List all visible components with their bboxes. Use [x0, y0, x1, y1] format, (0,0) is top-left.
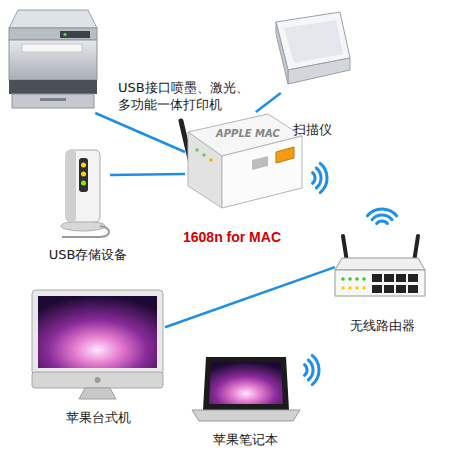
printer-illustration — [9, 10, 97, 108]
illustration-part — [341, 277, 345, 281]
laptop-node: 苹果笔记本 — [195, 355, 295, 427]
scanner-illustration — [276, 12, 350, 84]
illustration-part — [22, 44, 82, 52]
illustration-part — [81, 163, 86, 168]
print-server-illustration — [181, 114, 302, 208]
illustration-part — [372, 274, 382, 282]
device-label: 无线路由器 — [350, 318, 415, 335]
cable-line — [256, 93, 281, 112]
illustration-part — [38, 296, 157, 368]
illustration-part — [9, 28, 97, 40]
illustration-part — [9, 10, 97, 28]
illustration-part — [312, 355, 319, 384]
illustration-part — [384, 285, 394, 293]
illustration-part — [192, 410, 300, 421]
illustration-part — [377, 221, 388, 224]
scanner-node: 扫描仪 — [268, 8, 353, 93]
illustration-part — [62, 226, 109, 237]
illustration-part — [362, 277, 366, 281]
illustration-part — [348, 277, 352, 281]
illustration-part — [384, 274, 394, 282]
illustration-part — [372, 215, 392, 220]
illustration-part — [372, 285, 382, 293]
router-illustration — [335, 236, 425, 296]
desktop-node: 苹果台式机 — [30, 288, 165, 400]
desktop-illustration — [32, 290, 163, 399]
illustration-part — [316, 168, 321, 188]
illustration-part — [276, 147, 294, 163]
illustration-part — [60, 31, 90, 38]
illustration-part — [348, 286, 352, 290]
illustration-part — [209, 158, 213, 162]
illustration-part — [396, 274, 406, 282]
illustration-part — [408, 274, 418, 282]
illustration-part — [81, 181, 86, 186]
illustration-part — [222, 136, 302, 208]
illustration-part — [284, 20, 343, 63]
illustration-part — [79, 158, 88, 192]
device-label: 苹果笔记本 — [213, 432, 278, 449]
printer-node: USB接口喷墨、激光、 多功能一体打印机 — [5, 5, 100, 113]
cable-line — [110, 174, 185, 175]
illustration-part — [335, 270, 425, 296]
illustration-part — [396, 285, 406, 293]
illustration-part — [195, 148, 199, 152]
usb-storage-node: USB存储设备 — [55, 148, 110, 238]
illustration-part — [362, 286, 366, 290]
device-label: 苹果台式机 — [66, 410, 131, 427]
illustration-part — [202, 153, 206, 157]
usb-storage-illustration — [61, 150, 109, 237]
illustration-part — [355, 286, 359, 290]
device-label: USB接口喷墨、激光、 多功能一体打印机 — [118, 80, 260, 114]
illustration-part — [9, 80, 97, 94]
illustration-part — [95, 377, 101, 383]
illustration-part — [408, 285, 418, 293]
device-label: 1608n for MAC — [183, 228, 281, 246]
illustration-part — [313, 173, 316, 184]
illustration-part — [9, 40, 97, 80]
illustration-part — [32, 372, 163, 388]
illustration-part — [203, 357, 289, 410]
cable-line — [95, 113, 185, 152]
device-label: 扫描仪 — [293, 122, 332, 139]
illustration-part — [32, 290, 163, 375]
illustration-part — [79, 388, 116, 399]
illustration-part — [335, 258, 425, 270]
illustration-part — [355, 277, 359, 281]
illustration-part — [63, 33, 66, 36]
illustration-part — [188, 132, 222, 208]
illustration-part — [252, 156, 268, 170]
illustration-part — [305, 365, 308, 376]
illustration-part — [12, 94, 94, 108]
device-label: USB存储设备 — [49, 247, 128, 264]
illustration-part — [40, 98, 66, 101]
router-node: 无线路由器 — [335, 232, 425, 310]
print-server-node: 1608n for MAC — [185, 112, 303, 212]
illustration-part — [209, 362, 283, 404]
illustration-part — [367, 209, 396, 216]
cable-line — [165, 267, 335, 327]
illustration-part — [66, 150, 76, 222]
illustration-part — [81, 172, 86, 177]
illustration-part — [341, 286, 345, 290]
illustration-part — [308, 360, 313, 380]
laptop-illustration — [192, 357, 300, 421]
illustration-part — [320, 163, 327, 192]
brand-text: APPLE MAC — [216, 128, 280, 139]
illustration-part — [66, 150, 100, 222]
